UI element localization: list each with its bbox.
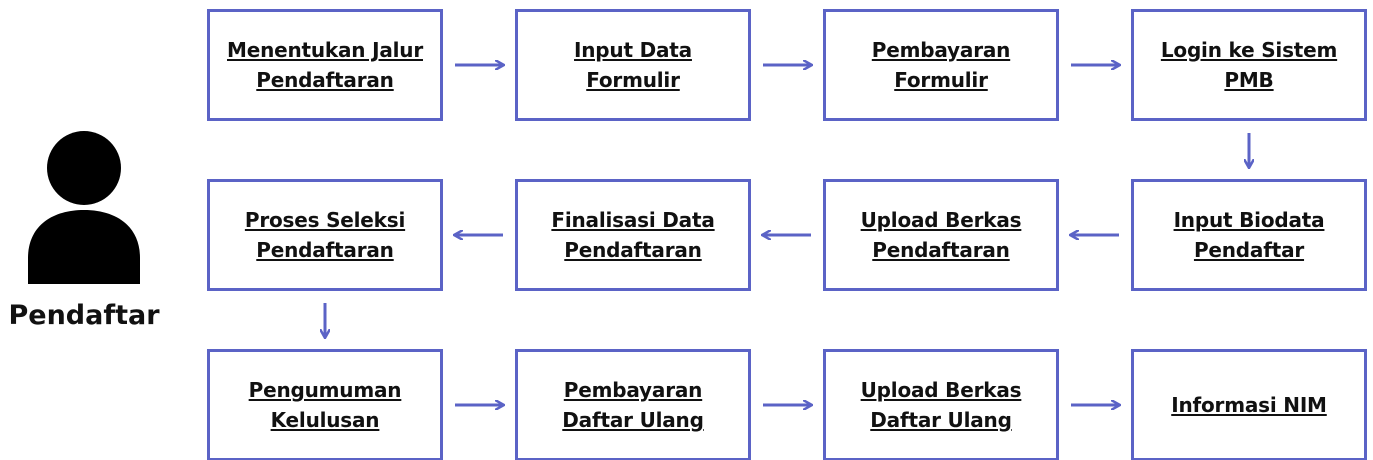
step-label: Upload Berkas Daftar Ulang — [860, 378, 1022, 432]
step-box-upload-berkas-daftar-ulang: Upload Berkas Daftar Ulang — [823, 349, 1059, 460]
person-icon — [28, 131, 140, 284]
step-label: Pembayaran Daftar Ulang — [562, 378, 704, 432]
step-box-input-biodata: Input Biodata Pendaftar — [1131, 179, 1367, 291]
step-label: Upload Berkas Pendaftaran — [860, 208, 1022, 262]
step-box-pembayaran-daftar-ulang: Pembayaran Daftar Ulang — [515, 349, 751, 460]
step-label: Input Biodata Pendaftar — [1173, 208, 1325, 262]
step-box-upload-berkas-pendaftaran: Upload Berkas Pendaftaran — [823, 179, 1059, 291]
step-box-login-sistem-pmb: Login ke Sistem PMB — [1131, 9, 1367, 121]
step-box-pengumuman-kelulusan: Pengumuman Kelulusan — [207, 349, 443, 460]
step-label: Menentukan Jalur Pendaftaran — [227, 38, 423, 92]
step-label: Login ke Sistem PMB — [1160, 38, 1338, 92]
step-box-finalisasi-data: Finalisasi Data Pendaftaran — [515, 179, 751, 291]
step-label: Pembayaran Formulir — [871, 38, 1011, 92]
step-label: Finalisasi Data Pendaftaran — [551, 208, 715, 262]
step-label: Pengumuman Kelulusan — [248, 378, 402, 432]
step-box-informasi-nim: Informasi NIM — [1131, 349, 1367, 460]
step-box-proses-seleksi: Proses Seleksi Pendaftaran — [207, 179, 443, 291]
step-box-input-data-formulir: Input Data Formulir — [515, 9, 751, 121]
step-label: Input Data Formulir — [574, 38, 692, 92]
step-box-pembayaran-formulir: Pembayaran Formulir — [823, 9, 1059, 121]
step-box-menentukan-jalur: Menentukan Jalur Pendaftaran — [207, 9, 443, 121]
step-label: Informasi NIM — [1171, 393, 1327, 417]
step-label: Proses Seleksi Pendaftaran — [244, 208, 406, 262]
actor-label: Pendaftar — [8, 300, 160, 331]
